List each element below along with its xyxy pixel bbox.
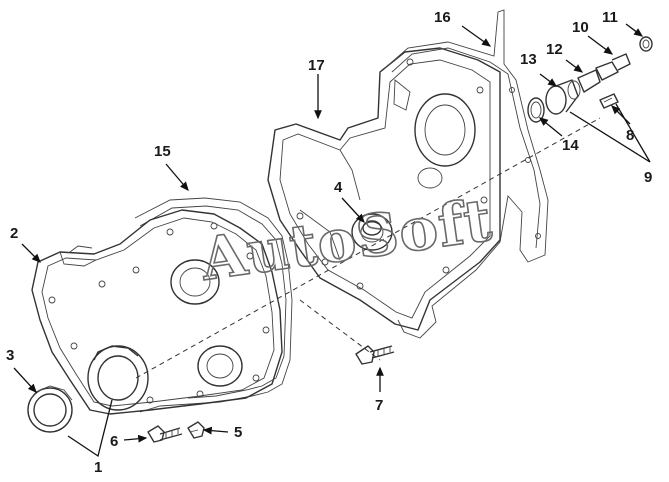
callout-17: 17 <box>308 57 325 74</box>
crankshaft-axis-line <box>135 117 601 379</box>
callout-3: 3 <box>6 347 14 364</box>
callout-14: 14 <box>562 137 579 154</box>
callout-7: 7 <box>375 397 383 414</box>
screw-8 <box>599 93 619 109</box>
callout-8: 8 <box>626 127 634 144</box>
housing-gasket-16 <box>384 9 549 339</box>
callout-10: 10 <box>572 19 589 36</box>
sleeve-12 <box>577 69 601 93</box>
plug-4 <box>362 220 382 236</box>
callout-5: 5 <box>234 424 242 441</box>
cap-11 <box>639 36 653 52</box>
callout-15: 15 <box>154 143 171 160</box>
callout-9: 9 <box>644 169 652 186</box>
callout-2: 2 <box>10 225 18 242</box>
callout-labels: 1 2 3 4 5 6 7 8 9 10 11 12 13 14 15 16 1… <box>6 9 652 476</box>
fitting-10 <box>595 53 631 81</box>
callout-4: 4 <box>334 179 343 196</box>
callout-1: 1 <box>94 459 102 476</box>
callout-6: 6 <box>110 433 118 450</box>
cap-screw-5 <box>187 421 205 439</box>
hex-bolt-7 <box>355 345 395 365</box>
leader-lines <box>13 23 651 458</box>
front-oil-seal-3 <box>27 385 73 433</box>
seal-housing-13 <box>545 79 581 115</box>
callout-12: 12 <box>546 41 563 58</box>
front-gear-cover-2 <box>31 209 283 415</box>
o-ring-14 <box>527 97 545 123</box>
callout-16: 16 <box>434 9 451 26</box>
callout-13: 13 <box>520 51 537 68</box>
callout-11: 11 <box>602 9 618 26</box>
cap-screw-6 <box>147 425 183 443</box>
